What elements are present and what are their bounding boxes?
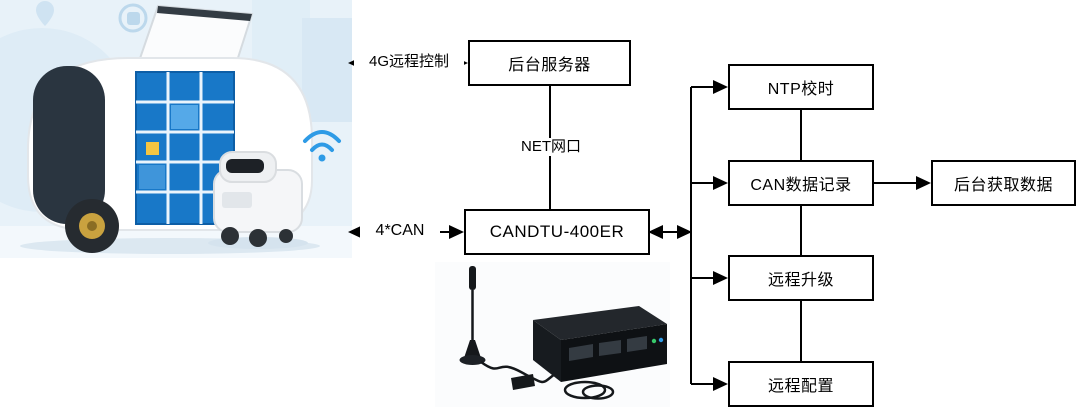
edge-label-net-port: NET网口 <box>511 138 591 156</box>
device-photo <box>435 262 670 407</box>
box-remote-config: 远程配置 <box>728 361 874 407</box>
map-pin-icon <box>36 1 54 26</box>
delivery-robot <box>208 151 308 249</box>
box-candtu-400er: CANDTU-400ER <box>464 209 650 255</box>
box-can-record: CAN数据记录 <box>728 160 874 206</box>
status-led-blue <box>658 337 664 343</box>
wifi-icon <box>303 130 341 162</box>
vehicle-photo <box>0 0 352 258</box>
antenna-icon <box>459 266 486 365</box>
cable-connector <box>511 374 535 390</box>
locker-highlight-cell <box>146 142 159 155</box>
background-circle-icon <box>118 3 148 33</box>
box-remote-upgrade: 远程升级 <box>728 255 874 301</box>
box-backend-server: 后台服务器 <box>468 40 631 86</box>
edge-label-4can: 4*CAN <box>360 222 440 240</box>
vehicle-illustration <box>0 0 352 258</box>
edge-label-4g-remote-control: 4G远程控制 <box>354 53 464 71</box>
box-backend-fetch: 后台获取数据 <box>931 160 1076 206</box>
device-box <box>533 306 667 382</box>
antenna-cable <box>480 360 556 384</box>
open-door-flap <box>134 4 254 72</box>
status-led-green <box>651 338 657 344</box>
vehicle-windshield <box>33 66 105 224</box>
vehicle-wheel <box>65 199 119 253</box>
coiled-cable <box>563 380 615 400</box>
device-illustration <box>435 262 670 407</box>
robot-visor <box>226 159 264 173</box>
box-ntp-sync: NTP校时 <box>728 64 874 110</box>
